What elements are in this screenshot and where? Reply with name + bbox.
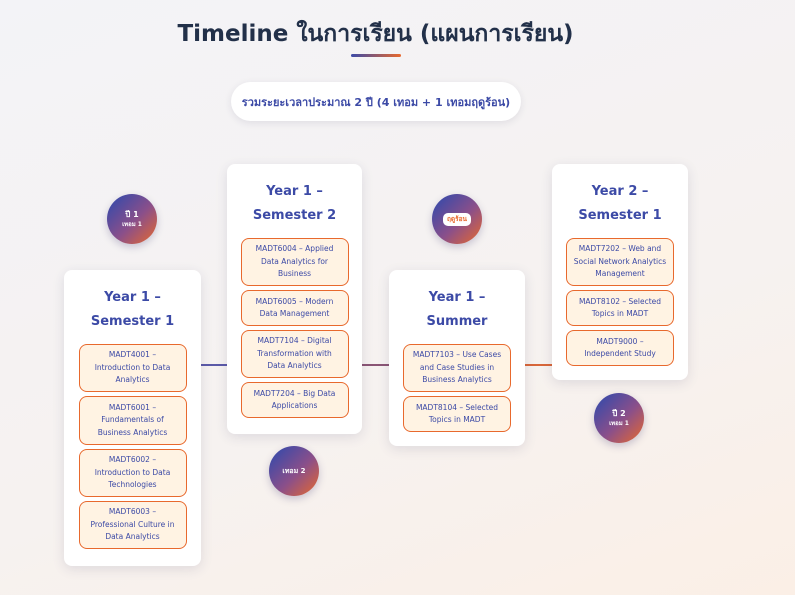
semester-title: Year 1 – Summer (426, 290, 488, 329)
title-underline (351, 54, 401, 57)
term-badge-t2: เทอม 2 (269, 446, 319, 496)
course-item: MADT7204 – Big Data Applications (240, 382, 349, 418)
duration-summary-text: รวมระยะเวลาประมาณ 2 ปี (4 เทอม + 1 เทอมฤ… (241, 95, 511, 109)
duration-summary-pill: รวมระยะเวลาประมาณ 2 ปี (4 เทอม + 1 เทอมฤ… (231, 82, 521, 121)
timeline-connector (525, 364, 552, 366)
term-badge-y2t1: ปี 2 เทอม 1 (594, 393, 644, 443)
semester-card-y1s1: Year 1 – Semester 1 MADT4001 – Introduct… (64, 270, 201, 566)
semester-title: Year 2 – Semester 1 (578, 184, 662, 223)
course-item: MADT8102 – Selected Topics in MADT (566, 290, 674, 326)
course-item: MADT4001 – Introduction to Data Analytic… (78, 344, 187, 392)
course-item: MADT6002 – Introduction to Data Technolo… (78, 449, 187, 497)
timeline-connector (362, 364, 389, 366)
course-item: MADT6001 – Fundamentals of Business Anal… (78, 396, 187, 445)
course-item: MADT6003 – Professional Culture in Data … (78, 501, 187, 549)
course-item: MADT7202 – Web and Social Network Analyt… (566, 238, 674, 286)
page-title: Timeline ในการเรียน (แผนการเรียน) (177, 21, 574, 47)
term-badge-summer: ฤดูร้อน (432, 194, 482, 244)
semester-title: Year 1 – Semester 1 (90, 290, 175, 329)
semester-card-y1-summer: Year 1 – Summer MADT7103 – Use Cases and… (389, 270, 525, 446)
course-item: MADT7103 – Use Cases and Case Studies in… (403, 344, 511, 392)
timeline-connector (201, 364, 227, 366)
semester-title: Year 1 – Semester 2 (252, 184, 337, 223)
course-item: MADT7104 – Digital Transformation with D… (240, 330, 349, 378)
semester-card-y1s2: Year 1 – Semester 2 MADT6004 – Applied D… (227, 164, 362, 434)
course-item: MADT6004 – Applied Data Analytics for Bu… (240, 238, 349, 286)
semester-card-y2s1: Year 2 – Semester 1 MADT7202 – Web and S… (552, 164, 688, 380)
course-item: MADT8104 – Selected Topics in MADT (403, 396, 511, 432)
course-item: MADT9000 – Independent Study (566, 330, 674, 366)
course-item: MADT6005 – Modern Data Management (240, 290, 349, 326)
term-badge-y1t1: ปี 1 เทอม 1 (107, 194, 157, 244)
